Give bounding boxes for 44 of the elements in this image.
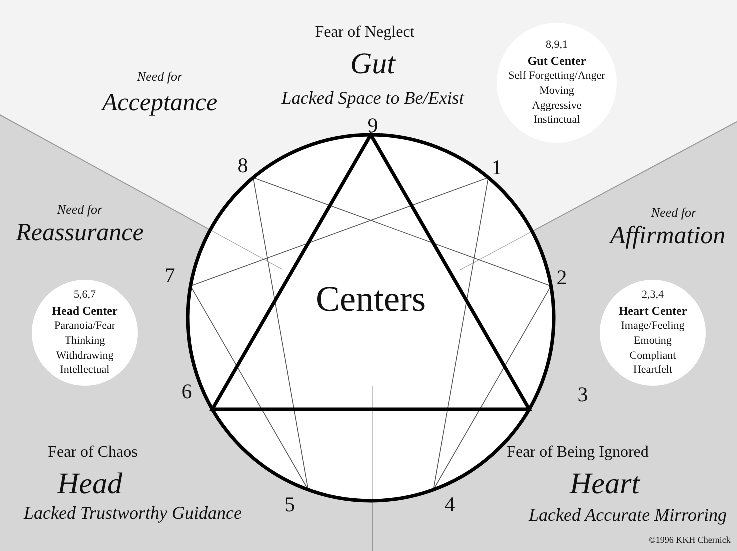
center-heading: Gut bbox=[350, 48, 396, 80]
need-label: Need for bbox=[651, 206, 697, 220]
type-numbers: 8,9,1 bbox=[546, 38, 568, 53]
point-number: 9 bbox=[368, 114, 378, 138]
fear-label: Fear of Chaos bbox=[48, 444, 138, 462]
center-name: Heart Center bbox=[618, 302, 688, 319]
center-trait: Thinking bbox=[64, 334, 106, 349]
copyright-note: ©1996 KKH Chernick bbox=[649, 536, 731, 546]
center-trait: Heartfelt bbox=[633, 363, 673, 378]
center-trait: Image/Feeling bbox=[621, 318, 685, 334]
center-trait: Self Forgetting/Anger bbox=[508, 68, 606, 84]
need-label: Need for bbox=[137, 70, 183, 84]
point-number: 2 bbox=[556, 266, 568, 290]
center-trait: Intellectual bbox=[60, 363, 110, 378]
center-trait: Paranoia/Fear bbox=[54, 318, 116, 334]
lack-label: Lacked Accurate Mirroring bbox=[529, 506, 727, 526]
center-trait: Emoting bbox=[634, 334, 672, 349]
need-heading: Affirmation bbox=[610, 222, 726, 250]
point-number: 3 bbox=[578, 383, 588, 407]
point-number: 8 bbox=[238, 154, 248, 178]
point-number: 1 bbox=[492, 156, 502, 180]
center-trait: Aggressive bbox=[532, 98, 582, 114]
fear-label: Fear of Being Ignored bbox=[507, 444, 649, 462]
need-label: Need for bbox=[57, 202, 103, 218]
point-number: 6 bbox=[182, 380, 192, 404]
center-trait: Moving bbox=[540, 84, 574, 99]
center-name: Gut Center bbox=[528, 52, 586, 69]
center-name: Head Center bbox=[52, 302, 118, 319]
center-title: Centers bbox=[316, 280, 426, 320]
fear-label: Fear of Neglect bbox=[315, 24, 415, 42]
center-heading: Head bbox=[58, 468, 122, 500]
type-numbers: 2,3,4 bbox=[642, 288, 664, 303]
center-heading: Heart bbox=[570, 468, 640, 500]
lack-label: Lacked Trustworthy Guidance bbox=[24, 504, 242, 524]
point-number: 4 bbox=[444, 493, 456, 517]
need-heading: Reassurance bbox=[16, 219, 144, 247]
type-numbers: 5,6,7 bbox=[74, 288, 96, 303]
need-heading: Acceptance bbox=[102, 89, 218, 117]
center-trait: Withdrawing bbox=[56, 348, 114, 364]
center-trait: Compliant bbox=[630, 348, 676, 364]
center-trait: Instinctual bbox=[534, 113, 580, 128]
point-number: 5 bbox=[284, 493, 296, 517]
point-number: 7 bbox=[164, 264, 176, 288]
lack-label: Lacked Space to Be/Exist bbox=[282, 89, 464, 109]
